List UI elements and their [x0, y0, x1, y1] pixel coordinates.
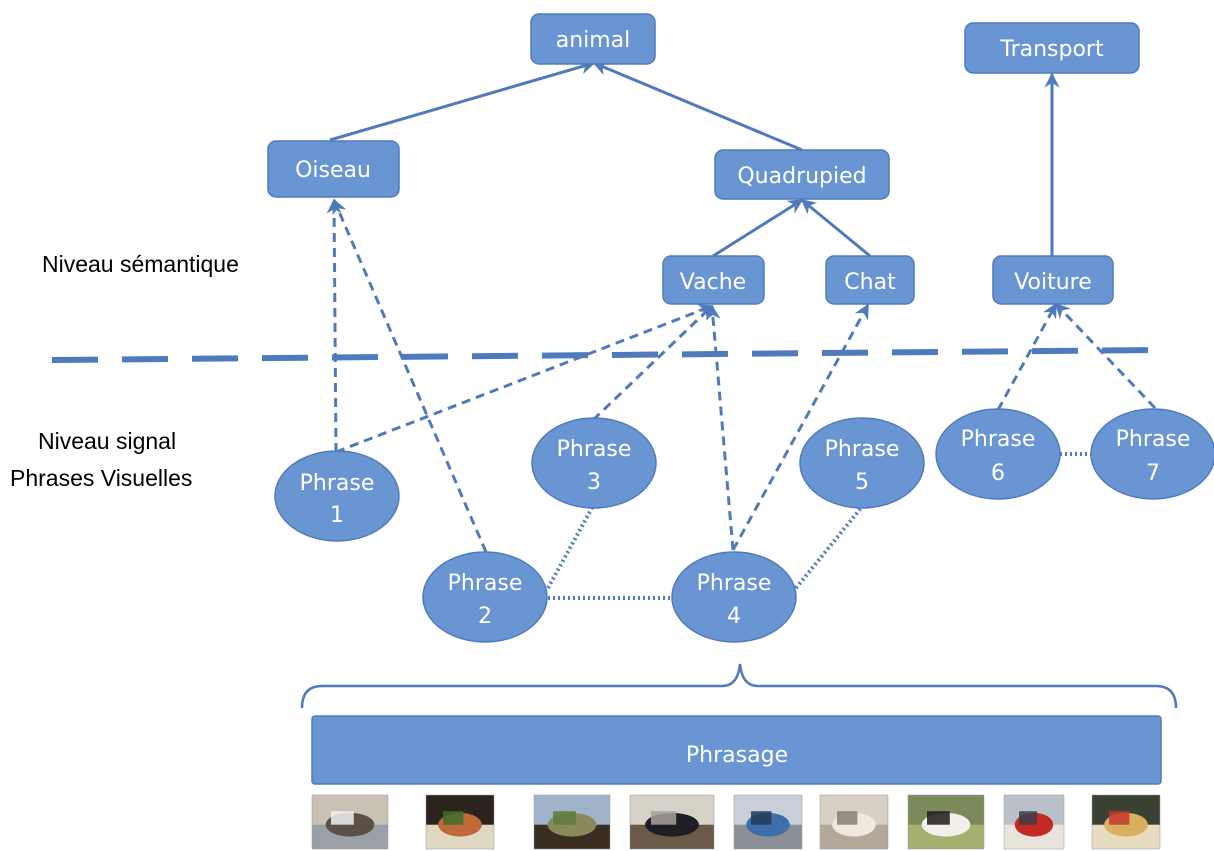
phrase-4-word: Phrase — [697, 571, 772, 596]
cat-thumbnail — [819, 794, 889, 850]
node-oiseau: Oiseau — [267, 140, 400, 198]
phrase-node-2: Phrase 2 — [422, 551, 548, 643]
visual-phrases-label: Phrases Visuelles — [10, 465, 192, 491]
phrase-7-number: 7 — [1146, 461, 1160, 486]
edge-phrase4-vache — [705, 304, 735, 551]
phrase-5-number: 5 — [855, 470, 869, 495]
phrase-1-word: Phrase — [300, 471, 375, 496]
phrase-6-number: 6 — [991, 461, 1005, 486]
sofa-thumbnail — [629, 794, 715, 850]
edge-phrase6-voiture — [996, 302, 1058, 411]
edge-phrase2-phrase3 — [546, 505, 595, 589]
signal-level-label: Niveau signal — [38, 428, 176, 454]
phrase-node-7: Phrase 7 — [1090, 408, 1214, 500]
phrase-4-number: 4 — [727, 604, 741, 629]
edge-phrase3-vache — [591, 304, 714, 422]
bus-street-thumbnail — [1003, 794, 1065, 850]
horse-landscape-thumbnail — [533, 794, 611, 850]
phrase-3-number: 3 — [587, 470, 601, 495]
image-thumbnails — [311, 794, 1161, 850]
edge-phrase7-voiture — [1054, 302, 1157, 410]
node-oiseau-label: Oiseau — [295, 158, 371, 183]
edge-quadrupied-animal — [592, 61, 803, 152]
phrase-2-number: 2 — [478, 604, 492, 629]
edge-phrase1-vache — [335, 303, 714, 454]
phrasage-label: Phrasage — [686, 743, 788, 768]
phrase-node-3: Phrase 3 — [531, 417, 657, 509]
edge-chat-quadrupied — [800, 198, 871, 258]
phrase-2-word: Phrase — [448, 571, 523, 596]
node-transport: Transport — [964, 22, 1140, 74]
cow-thumbnail — [907, 794, 985, 850]
phrase-3-word: Phrase — [557, 437, 632, 462]
edge-vache-quadrupied — [712, 198, 804, 258]
phrase-node-6: Phrase 6 — [935, 408, 1061, 500]
edge-phrase2-oiseau — [332, 198, 488, 553]
node-animal-label: animal — [556, 28, 631, 53]
node-chat-label: Chat — [844, 270, 896, 295]
edge-phrase1-oiseau — [326, 198, 342, 453]
node-transport-label: Transport — [999, 37, 1104, 62]
shop-interior-thumbnail — [1091, 794, 1161, 850]
blue-car-thumbnail — [733, 794, 803, 850]
node-quadrupied-label: Quadrupied — [737, 164, 866, 189]
edge-phrase4-chat — [731, 303, 870, 551]
phrase-phrase-edges — [546, 452, 1092, 600]
phrase-node-4: Phrase 4 — [671, 551, 797, 643]
phrase-5-word: Phrase — [825, 437, 900, 462]
node-animal: animal — [530, 13, 656, 65]
node-vache-label: Vache — [680, 270, 746, 295]
node-quadrupied: Quadrupied — [714, 149, 890, 200]
phrase-node-1: Phrase 1 — [274, 450, 400, 542]
node-voiture: Voiture — [992, 255, 1114, 305]
phrase-concept-edges — [326, 198, 1157, 553]
semantic-edges — [329, 59, 1060, 258]
potted-plant-thumbnail — [425, 794, 495, 850]
node-chat: Chat — [825, 255, 915, 305]
node-vache: Vache — [662, 255, 765, 305]
edge-oiseau-animal — [329, 59, 596, 142]
phrase-7-word: Phrase — [1116, 427, 1191, 452]
phrase-1-number: 1 — [330, 503, 344, 528]
phrasage-brace — [300, 663, 1178, 709]
semantic-level-label: Niveau sémantique — [42, 251, 239, 277]
edge-phrase4-phrase5 — [794, 506, 863, 590]
phrase-node-5: Phrase 5 — [799, 417, 925, 509]
level-separator — [51, 347, 1161, 363]
airplane-thumbnail — [311, 794, 389, 850]
node-voiture-label: Voiture — [1014, 270, 1092, 295]
phrasage-bar: Phrasage — [311, 715, 1162, 785]
phrase-6-word: Phrase — [961, 427, 1036, 452]
